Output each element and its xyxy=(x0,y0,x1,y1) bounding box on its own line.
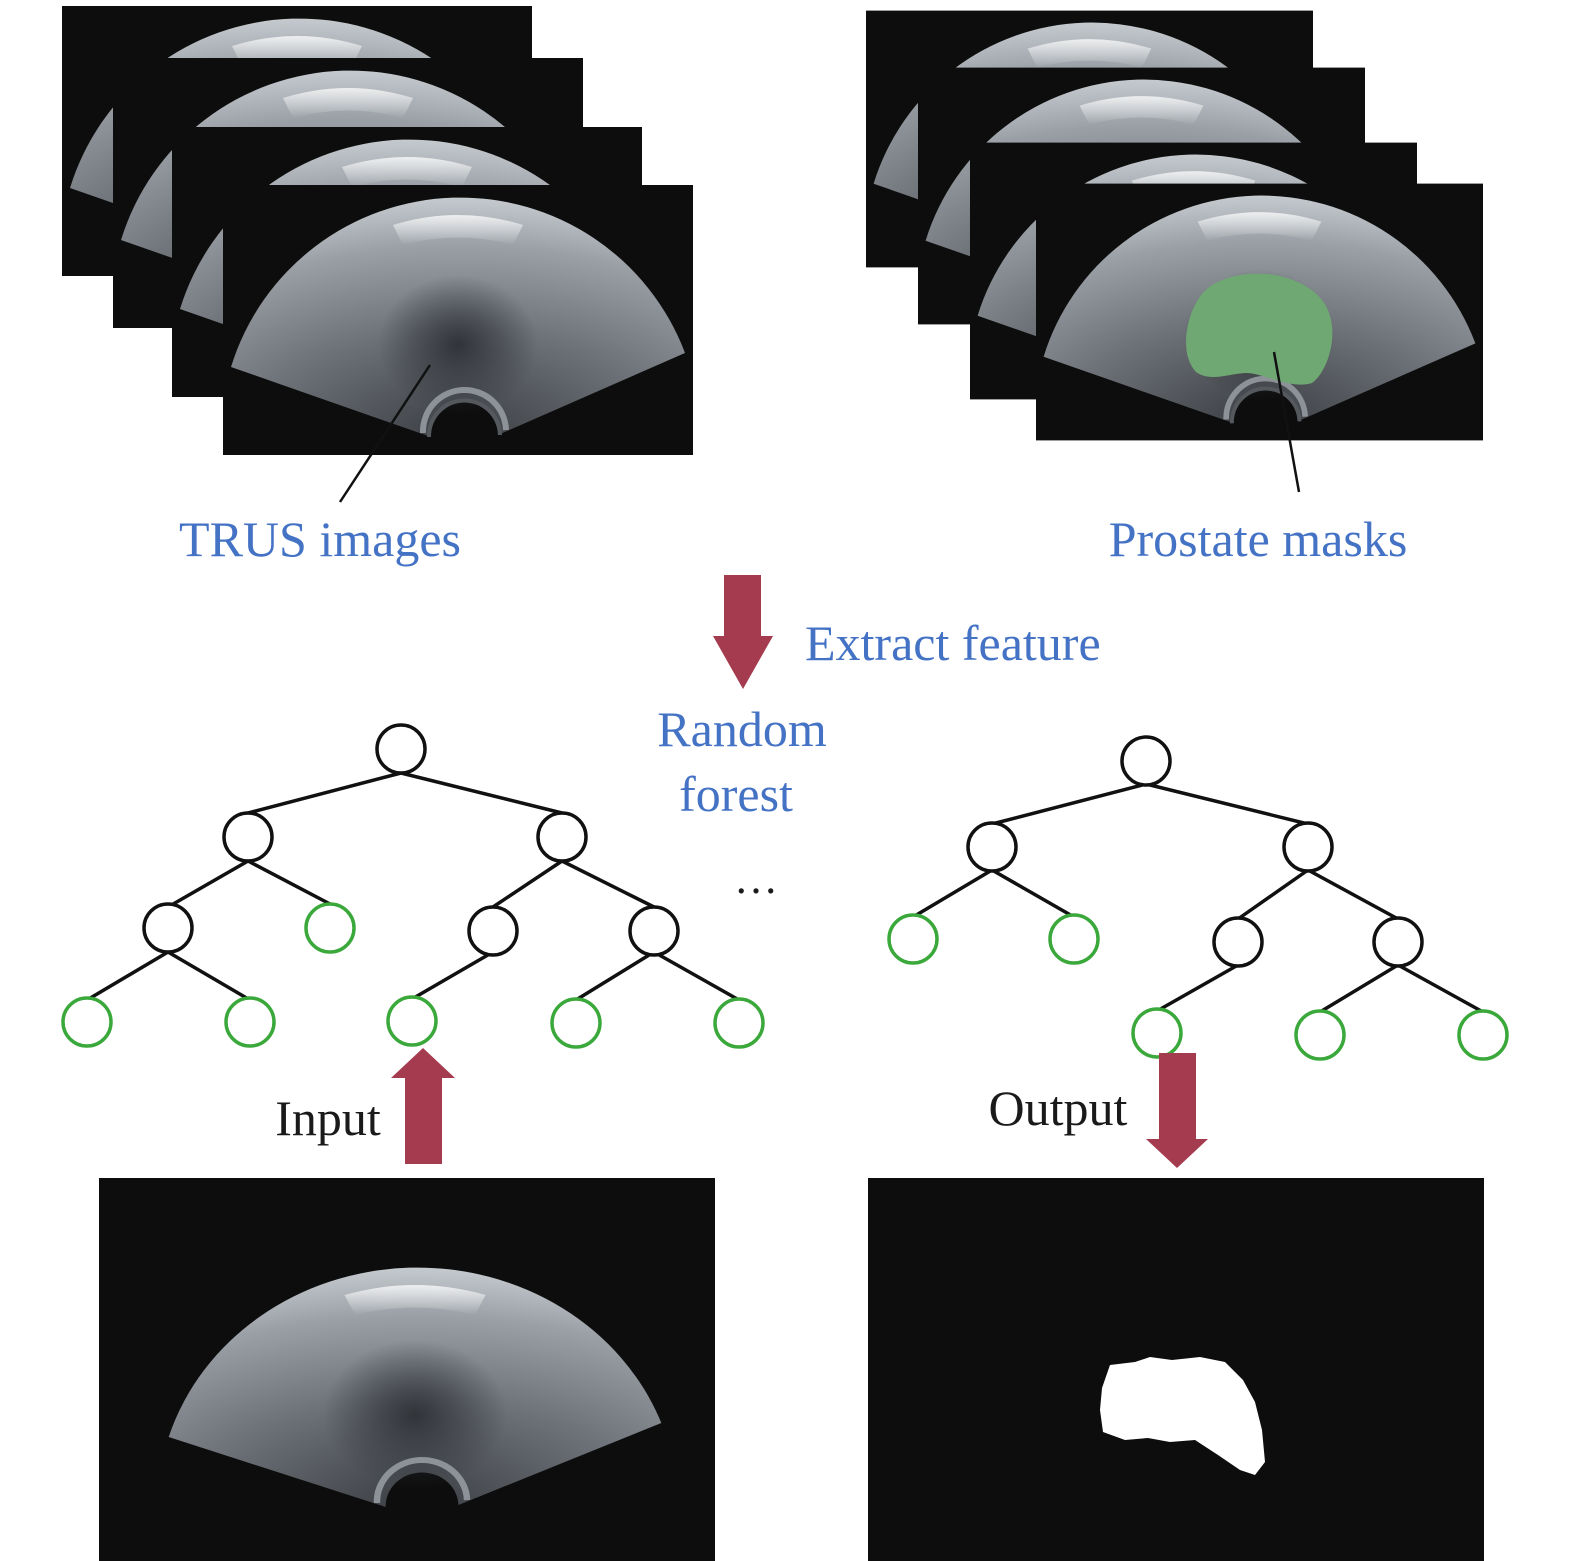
mask-pointer-line xyxy=(1272,351,1301,493)
trus-pointer-line xyxy=(338,364,432,503)
tree1-leaf-node xyxy=(550,997,602,1049)
input-arrow xyxy=(391,1048,455,1164)
tree1-leaf-node xyxy=(713,997,765,1049)
tree1-root-node xyxy=(375,723,427,775)
input-label: Input xyxy=(275,1090,381,1146)
tree2-leaf-node xyxy=(1131,1007,1183,1059)
output-arrow xyxy=(1146,1053,1208,1168)
tree2-leaf-node xyxy=(1457,1009,1509,1061)
decision-tree-1 xyxy=(61,723,765,1049)
decision-tree-2 xyxy=(887,735,1509,1061)
tree1-node xyxy=(628,905,680,957)
prostate-masks-label: Prostate masks xyxy=(1109,511,1408,567)
trus-image-slice-front xyxy=(223,185,693,455)
extract-feature-label: Extract feature xyxy=(805,615,1101,671)
tree1-node xyxy=(467,905,519,957)
tree1-node xyxy=(536,811,588,863)
output-label: Output xyxy=(989,1080,1128,1136)
tree2-root-node xyxy=(1120,735,1172,787)
tree1-node xyxy=(222,811,274,863)
random-forest-label-line1: Random xyxy=(657,701,827,757)
tree1-node xyxy=(142,902,194,954)
tree1-leaf-node xyxy=(304,902,356,954)
tree2-leaf-node xyxy=(887,913,939,965)
tree2-leaf-node xyxy=(1048,913,1100,965)
extract-feature-arrow xyxy=(713,575,773,689)
tree2-node xyxy=(966,821,1018,873)
trus-image-stack xyxy=(62,6,693,455)
tree2-node xyxy=(1282,821,1334,873)
more-trees-ellipsis: … xyxy=(734,854,778,903)
tree1-leaf-node xyxy=(224,996,276,1048)
output-segmentation-mask xyxy=(868,1178,1484,1561)
prostate-mask-overlay xyxy=(1186,273,1333,385)
tree1-leaf-node xyxy=(61,996,113,1048)
prostate-mask-stack xyxy=(866,11,1483,441)
random-forest-label-line2: forest xyxy=(679,766,793,822)
input-trus-image xyxy=(99,1178,715,1561)
tree2-leaf-node xyxy=(1294,1009,1346,1061)
tree2-node xyxy=(1212,916,1264,968)
tree2-node xyxy=(1372,916,1424,968)
predicted-prostate-region xyxy=(1100,1357,1265,1475)
tree1-leaf-node xyxy=(386,995,438,1047)
trus-images-label: TRUS images xyxy=(179,511,461,567)
